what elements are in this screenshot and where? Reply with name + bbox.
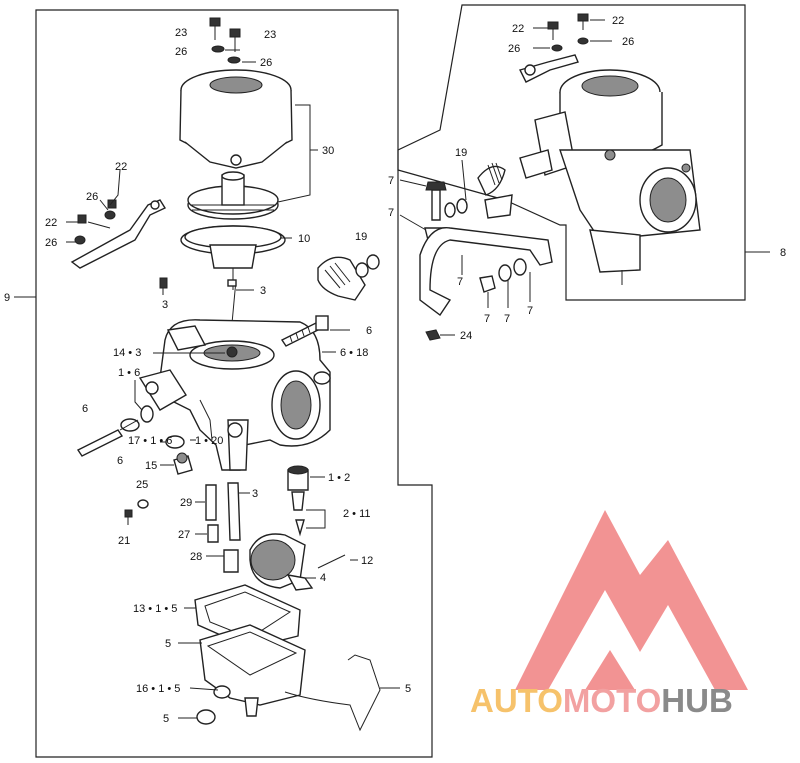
label-5: 5: [165, 638, 171, 650]
label-7: 7: [527, 305, 533, 317]
air-filter-cap-assembly: [179, 17, 293, 169]
label-15: 15: [145, 460, 157, 472]
callout-labels: 23 23 26 26 30 10 22 26 22 26 3 3 19 6 6…: [4, 15, 786, 725]
label-23: 23: [264, 29, 276, 41]
label-9: 9: [4, 292, 10, 304]
right-screws-and-washers: [419, 13, 589, 341]
piston-valve-and-ring: [180, 171, 286, 346]
label-3: 3: [260, 285, 266, 297]
label-17-1-6: 17 • 1 • 6: [128, 435, 172, 447]
label-30: 30: [322, 145, 334, 157]
label-26: 26: [175, 46, 187, 58]
label-22: 22: [45, 217, 57, 229]
label-24: 24: [460, 330, 472, 342]
label-16-1-5: 16 • 1 • 5: [136, 683, 180, 695]
label-22: 22: [115, 161, 127, 173]
label-7: 7: [388, 175, 394, 187]
label-21: 21: [118, 535, 130, 547]
label-26: 26: [260, 57, 272, 69]
label-1-20: 1 • 20: [195, 435, 223, 447]
label-26: 26: [508, 43, 520, 55]
label-14-3: 14 • 3: [113, 347, 141, 359]
carburetor-body: [138, 319, 331, 471]
label-19: 19: [355, 231, 367, 243]
label-29: 29: [180, 497, 192, 509]
label-25: 25: [136, 479, 148, 491]
left-assembly-boundary: [35, 9, 433, 758]
automotohub-watermark: AUTOMOTOHUB: [470, 510, 748, 719]
svg-text:AUTOMOTOHUB: AUTOMOTOHUB: [470, 682, 733, 719]
leader-lines: [14, 19, 770, 719]
label-23: 23: [175, 27, 187, 39]
watermark-auto: AUTO: [470, 682, 563, 719]
right-carburetor-assembly: [519, 69, 701, 285]
watermark-hub: HUB: [661, 682, 733, 719]
label-22: 22: [512, 23, 524, 35]
label-26: 26: [622, 36, 634, 48]
right-assembly-boundary: [397, 4, 746, 301]
label-1-6: 1 • 6: [118, 367, 140, 379]
label-1-2: 1 • 2: [328, 472, 350, 484]
label-10: 10: [298, 233, 310, 245]
throttle-stop-bracket: [70, 199, 167, 269]
label-7: 7: [457, 276, 463, 288]
label-6: 6: [82, 403, 88, 415]
label-12: 12: [361, 555, 373, 567]
needle-and-screws: [76, 277, 329, 573]
label-5: 5: [163, 713, 169, 725]
label-22: 22: [612, 15, 624, 27]
label-13-1-5: 13 • 1 • 5: [133, 603, 177, 615]
label-2-11: 2 • 11: [343, 508, 371, 520]
label-8: 8: [780, 247, 786, 259]
float-and-bowl: [194, 533, 381, 732]
watermark-logo-shape: [515, 510, 748, 690]
label-6: 6: [117, 455, 123, 467]
label-3: 3: [162, 299, 168, 311]
label-28: 28: [190, 551, 202, 563]
label-4: 4: [320, 572, 326, 584]
choke-lever: [317, 254, 380, 301]
label-7: 7: [504, 313, 510, 325]
label-26: 26: [45, 237, 57, 249]
watermark-moto: MOTO: [563, 682, 661, 719]
label-7: 7: [484, 313, 490, 325]
label-5: 5: [405, 683, 411, 695]
label-6-18: 6 • 18: [340, 347, 368, 359]
label-19: 19: [455, 147, 467, 159]
label-26: 26: [86, 191, 98, 203]
label-27: 27: [178, 529, 190, 541]
label-7: 7: [388, 207, 394, 219]
label-6: 6: [366, 325, 372, 337]
label-3: 3: [252, 488, 258, 500]
